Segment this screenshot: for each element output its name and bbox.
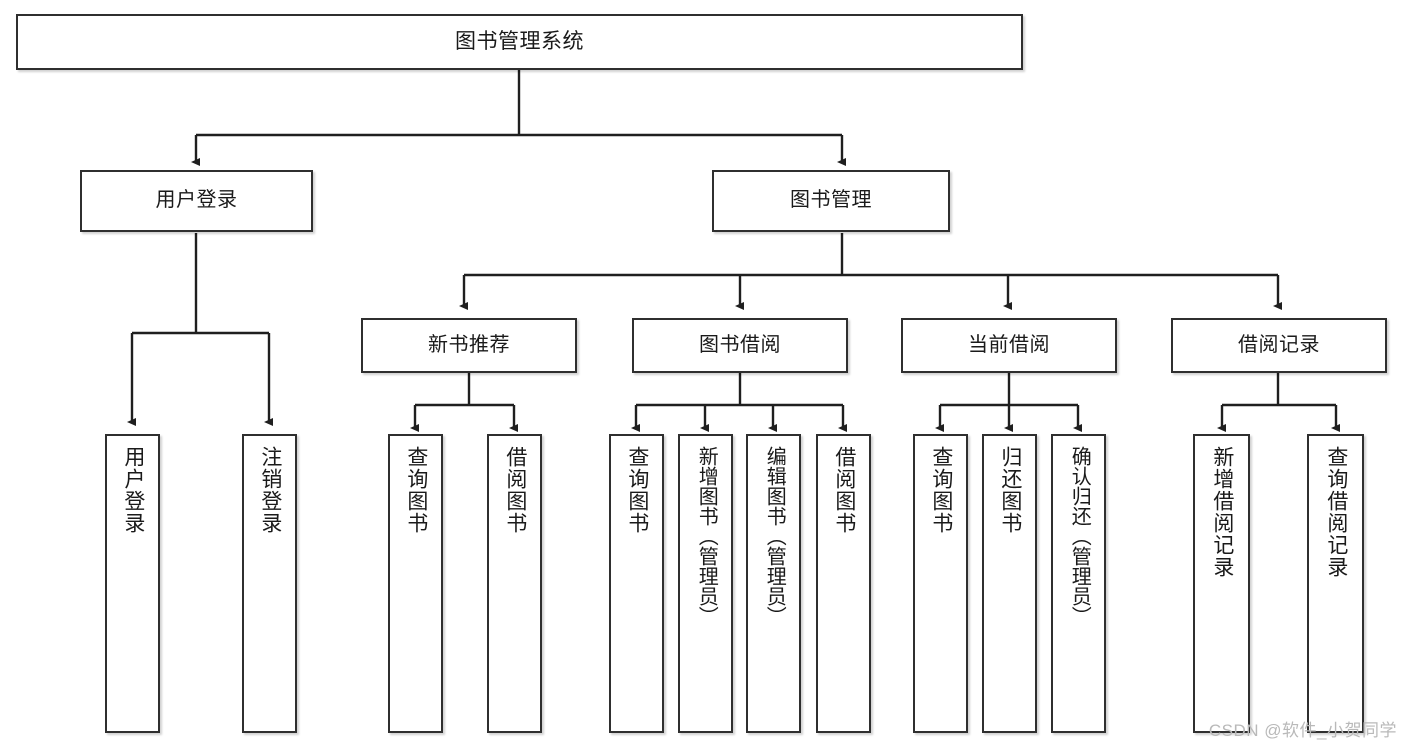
leaf-logout[interactable]: 注销登录	[242, 434, 297, 733]
leaf-add-book-admin[interactable]: 新增图书（管理员）	[678, 434, 733, 733]
connectors	[127, 70, 1340, 432]
node-book-borrowing[interactable]: 图书借阅	[632, 318, 848, 373]
node-label: 编辑图书（管理员）	[763, 446, 786, 626]
node-label: 借阅图书	[503, 446, 527, 534]
leaf-query-borrow-record[interactable]: 查询借阅记录	[1307, 434, 1364, 733]
leaf-borrow-book[interactable]: 借阅图书	[816, 434, 871, 733]
node-user-login[interactable]: 用户登录	[80, 170, 313, 232]
node-label: 归还图书	[998, 446, 1022, 534]
node-book-management[interactable]: 图书管理	[712, 170, 950, 232]
node-label: 用户登录	[121, 446, 145, 534]
node-label: 借阅记录	[1238, 333, 1320, 356]
node-label: 图书管理系统	[455, 29, 584, 53]
node-label: 查询借阅记录	[1324, 446, 1348, 578]
node-new-book-recommendation[interactable]: 新书推荐	[361, 318, 577, 373]
leaf-add-borrow-record[interactable]: 新增借阅记录	[1193, 434, 1250, 733]
node-label: 图书借阅	[699, 333, 781, 356]
node-label: 新增借阅记录	[1210, 446, 1234, 578]
node-label: 查询图书	[404, 446, 428, 534]
node-label: 查询图书	[929, 446, 953, 534]
leaf-return-book[interactable]: 归还图书	[982, 434, 1037, 733]
leaf-query-book-borrow[interactable]: 查询图书	[609, 434, 664, 733]
node-root-book-management-system[interactable]: 图书管理系统	[16, 14, 1023, 70]
leaf-query-book-new[interactable]: 查询图书	[388, 434, 443, 733]
leaf-borrow-book-new[interactable]: 借阅图书	[487, 434, 542, 733]
leaf-edit-book-admin[interactable]: 编辑图书（管理员）	[746, 434, 801, 733]
node-label: 查询图书	[625, 446, 649, 534]
leaf-confirm-return-admin[interactable]: 确认归还（管理员）	[1051, 434, 1106, 733]
node-label: 当前借阅	[968, 333, 1050, 356]
node-borrow-records[interactable]: 借阅记录	[1171, 318, 1387, 373]
node-label: 新书推荐	[428, 333, 510, 356]
node-label: 新增图书（管理员）	[695, 446, 718, 626]
node-label: 用户登录	[155, 189, 238, 212]
node-label: 图书管理	[790, 189, 872, 212]
node-label: 借阅图书	[832, 446, 856, 534]
node-label: 确认归还（管理员）	[1068, 446, 1091, 626]
node-label: 注销登录	[258, 446, 282, 534]
leaf-query-book-current[interactable]: 查询图书	[913, 434, 968, 733]
leaf-user-login[interactable]: 用户登录	[105, 434, 160, 733]
node-current-borrowing[interactable]: 当前借阅	[901, 318, 1117, 373]
